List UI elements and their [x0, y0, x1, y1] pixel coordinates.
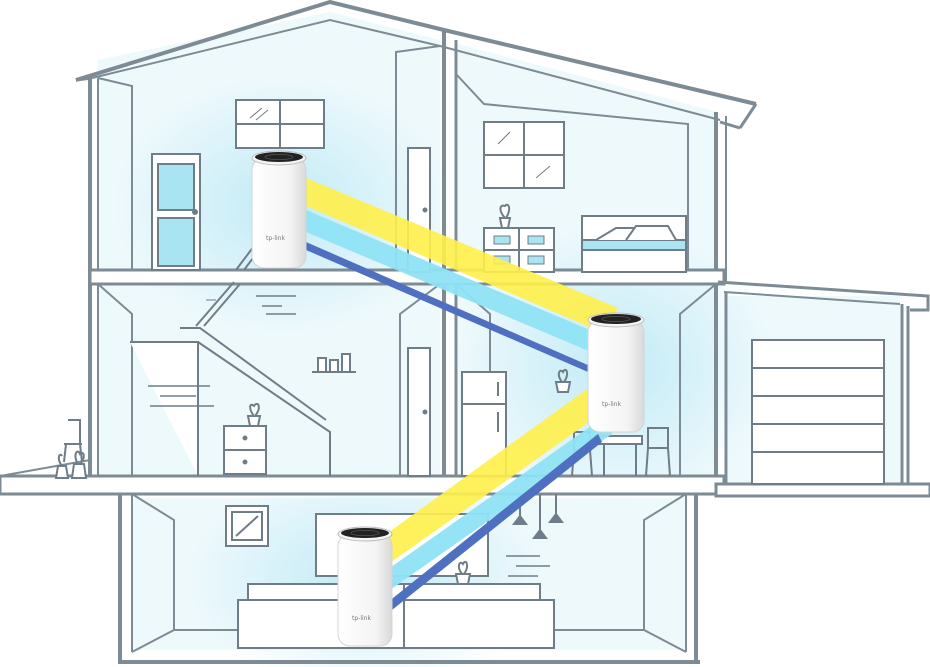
sofa-icon: [238, 584, 554, 648]
window-icon: [236, 100, 324, 148]
brand-label: tp-link: [352, 615, 371, 622]
vent-top: [255, 152, 303, 162]
garage-door-icon: [752, 340, 884, 484]
vent-top: [591, 314, 641, 324]
window-icon: [484, 122, 564, 188]
bed-icon: [582, 216, 686, 272]
picture-frame-icon: [226, 506, 268, 546]
vent-top: [341, 528, 389, 538]
brand-label: tp-link: [602, 401, 621, 408]
chair-icon: [64, 420, 82, 462]
door-icon: [152, 154, 200, 270]
brand-label: tp-link: [266, 235, 285, 242]
mesh-node: tp-link: [338, 527, 392, 646]
mesh-node: tp-link: [252, 151, 306, 268]
dresser-icon: [224, 426, 266, 474]
mesh-node: tp-link: [588, 313, 644, 432]
